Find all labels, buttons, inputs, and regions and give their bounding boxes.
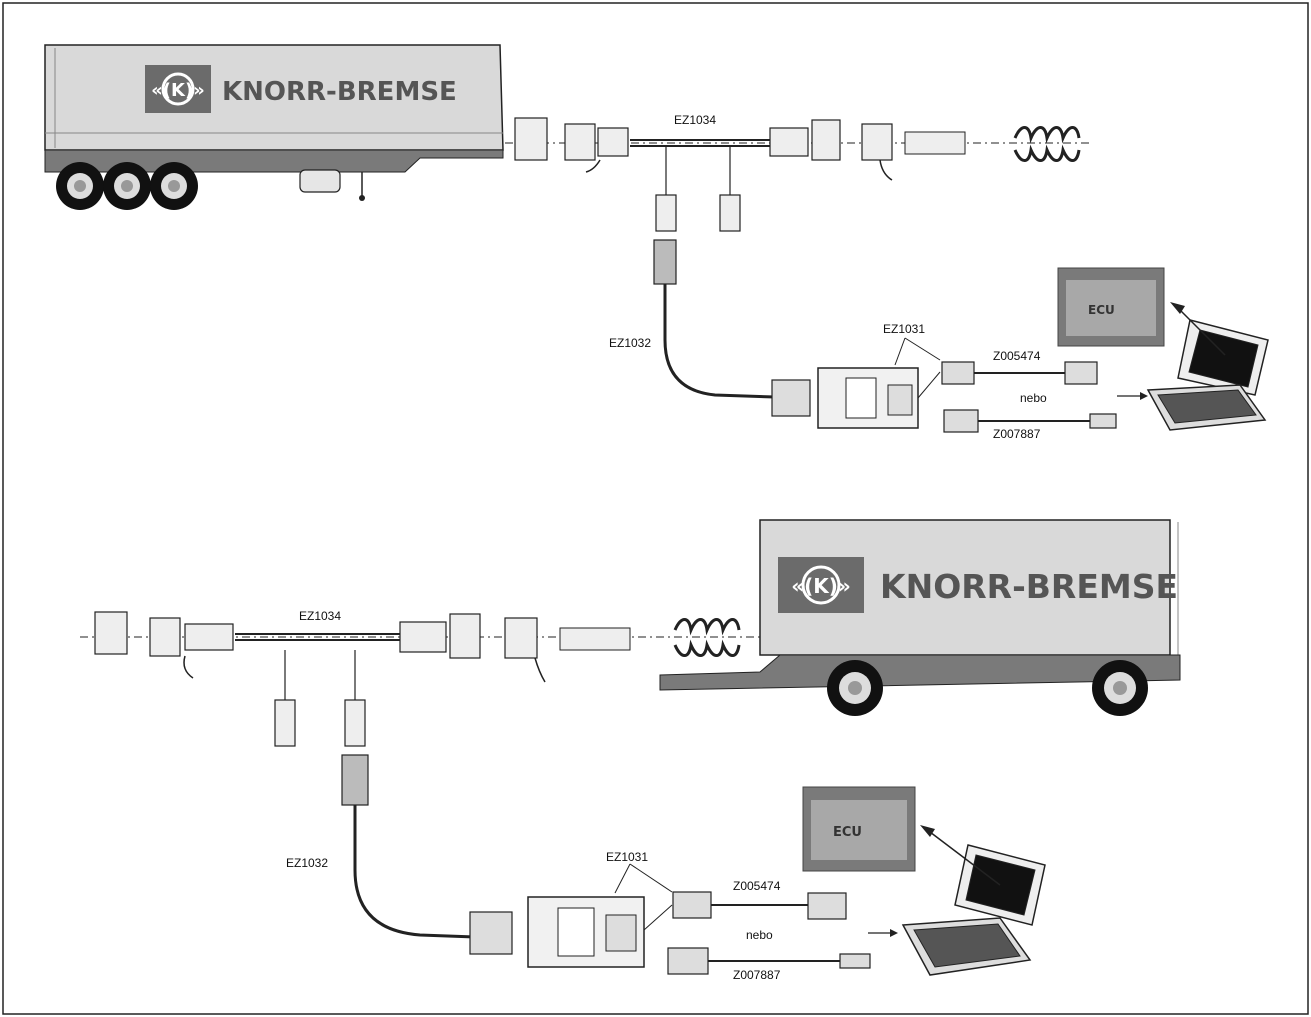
drawbar-trailer: «(K)» KNORR-BREMSE: [660, 520, 1180, 716]
bottom-interface-box: [470, 864, 672, 967]
bottom-label-ez1034: EZ1034: [299, 609, 341, 623]
top-label-ez1034: EZ1034: [674, 113, 716, 127]
bottom-label-ez1031: EZ1031: [606, 850, 648, 864]
trailer-brand-name-2: KNORR-BREMSE: [880, 567, 1178, 606]
top-label-ez1032: EZ1032: [609, 336, 651, 350]
semi-trailer: «(K)» KNORR-BREMSE: [45, 45, 503, 210]
trailer-brand-name: KNORR-BREMSE: [222, 77, 457, 107]
top-serial-cable: [942, 362, 1097, 384]
bottom-serial-cable: [673, 892, 846, 919]
bottom-label-or: nebo: [746, 928, 773, 942]
top-label-or: nebo: [1020, 391, 1047, 405]
bottom-label-ez1032: EZ1032: [286, 856, 328, 870]
top-interface-box: [772, 338, 940, 428]
top-setup: «(K)» KNORR-BREMSE: [45, 45, 1268, 441]
top-software-screen: ECU: [1058, 268, 1164, 346]
top-label-z007887: Z007887: [993, 427, 1041, 441]
bottom-setup: «(K)» KNORR-BREMSE: [80, 520, 1180, 982]
bottom-screen-product: ECU: [833, 825, 862, 840]
top-screen-product: ECU: [1088, 303, 1115, 317]
trailer-wheels: [56, 162, 198, 210]
bottom-coupling-line: [80, 612, 760, 937]
top-laptop: [1148, 320, 1268, 430]
logo-mark-2: «(K)»: [791, 574, 851, 598]
bottom-label-z005474: Z005474: [733, 879, 781, 893]
top-label-z005474: Z005474: [993, 349, 1041, 363]
bottom-software-screen: ECU: [803, 787, 915, 871]
bottom-label-z007887: Z007887: [733, 968, 781, 982]
logo-mark: «(K)»: [151, 80, 205, 101]
top-label-ez1031: EZ1031: [883, 322, 925, 336]
